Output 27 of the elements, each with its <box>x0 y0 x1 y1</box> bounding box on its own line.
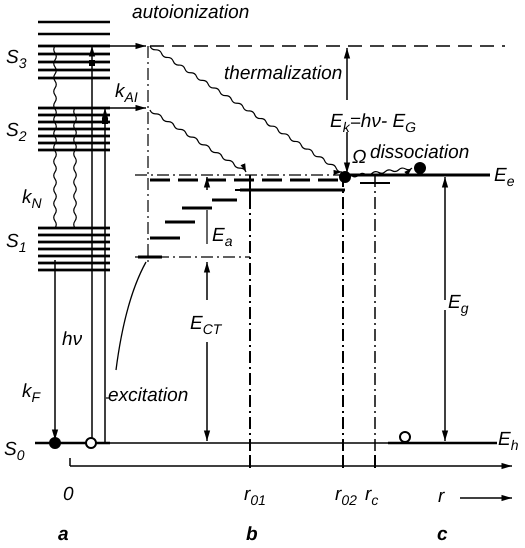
process-label: thermalization <box>224 64 342 83</box>
state-label: S$_{3}$ <box>6 48 26 70</box>
state-label: S$_{2}$ <box>6 121 26 143</box>
process-label: autoionization <box>132 3 250 22</box>
tick-label: r$_{01}$ <box>244 485 266 507</box>
state-label: S$_{1}$ <box>6 232 26 254</box>
energy-label: E$_{g}$ <box>448 293 468 315</box>
photon-energy-label: hν <box>62 330 82 349</box>
rate-constant-label: k$_{F}$ <box>22 382 40 404</box>
energy-label: E$_{a}$ <box>212 226 232 248</box>
symbol-label: Ω <box>352 148 366 167</box>
rate-constant-label: k$_{N}$ <box>22 188 42 210</box>
panel-letter: a <box>58 525 69 544</box>
tick-label: r$_{02}$ <box>335 485 357 507</box>
energy-label: E$_{CT}$ <box>190 314 222 336</box>
process-label: excitation <box>108 386 188 405</box>
energy-label: E$_{h}$ <box>498 430 518 452</box>
tick-label: r$_{c}$ <box>365 485 378 507</box>
panel-letter: b <box>246 525 258 544</box>
energy-label: E$_{e}$ <box>494 166 514 188</box>
axis-label: r <box>438 487 444 506</box>
tick-label: 0 <box>63 485 74 504</box>
state-label: S$_{0}$ <box>4 440 24 462</box>
energy-formula: E$_{k}$=hν- E$_{G}$ <box>330 112 416 134</box>
rate-constant-label: k$_{AI}$ <box>115 82 138 104</box>
panel-letter: c <box>437 525 448 544</box>
process-label: dissociation <box>370 143 470 162</box>
